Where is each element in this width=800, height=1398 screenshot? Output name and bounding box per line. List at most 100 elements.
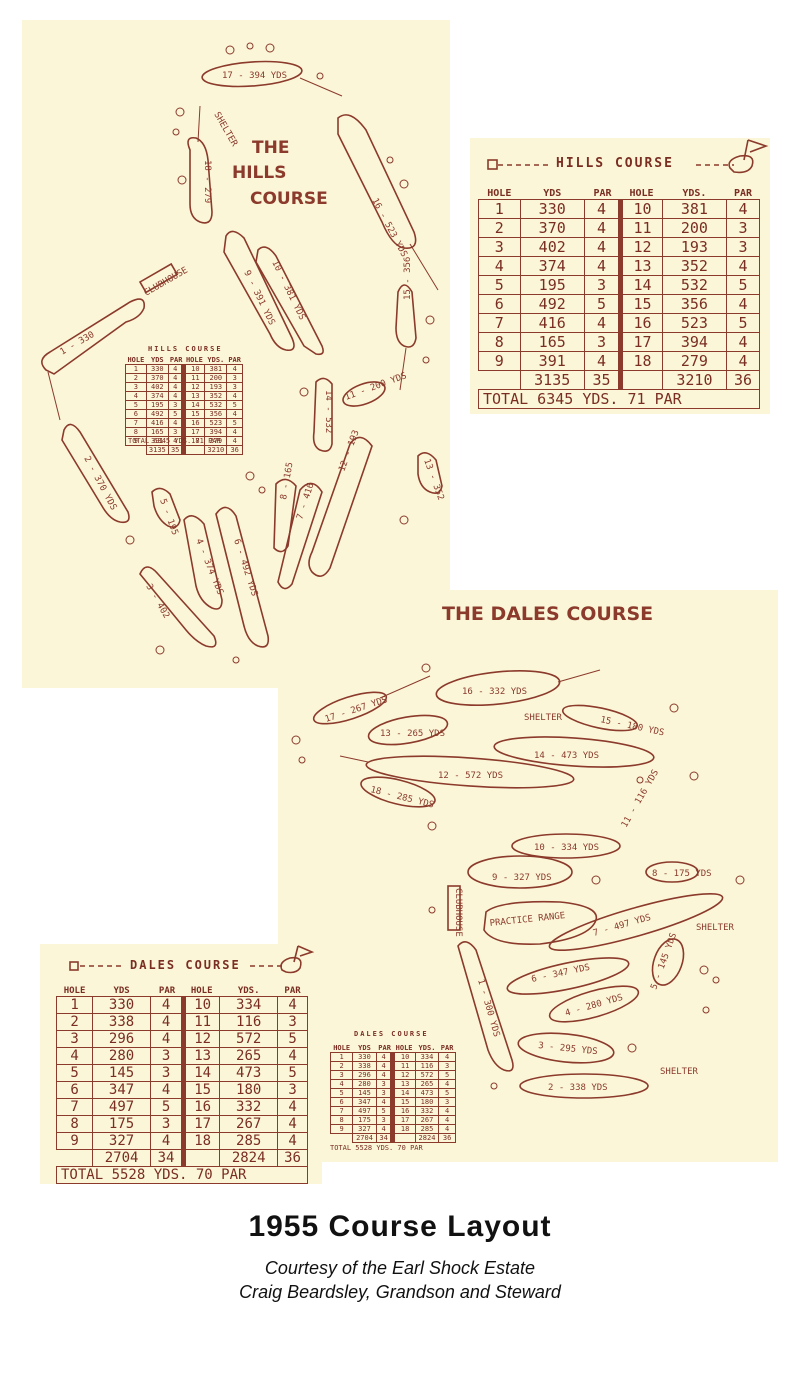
scorecard-cell: 2 <box>55 1013 94 1031</box>
scorecard-cell: 165 <box>519 332 585 352</box>
dales-hole-14-label: 14 - 473 YDS <box>534 751 599 761</box>
col-hole-back: HOLE <box>190 986 213 996</box>
scorecard-cell: 4 <box>55 1047 94 1065</box>
scorecard-total-row: TOTAL 6345 YDS. 71 PAR <box>478 389 760 409</box>
scorecard-cell: 4 <box>726 332 760 352</box>
col-par-back: PAR <box>440 1044 454 1052</box>
scorecard-cell: 7 <box>55 1098 94 1116</box>
scorecard-cell: 5 <box>277 1030 308 1048</box>
col-par-back: PAR <box>733 188 753 199</box>
scorecard-cell: 6 <box>55 1081 94 1099</box>
dales-hole-16-label: 16 - 332 YDS <box>462 687 527 697</box>
col-hole-back: HOLE <box>629 188 654 199</box>
scorecard-cell: 267 <box>219 1115 279 1133</box>
scorecard-cell <box>181 1149 221 1167</box>
scorecard-cell: 4 <box>150 996 185 1014</box>
scorecard-cell: 3 <box>277 1081 308 1099</box>
scorecard-subtotal-cell: 3135 <box>145 445 169 455</box>
scorecard-cell: 296 <box>92 1030 152 1048</box>
tee-marker-icon <box>69 961 79 971</box>
scorecard-cell: 12 <box>181 1030 221 1048</box>
scorecard-cell: 338 <box>92 1013 152 1031</box>
scorecard-cell: 16 <box>618 313 663 333</box>
hills-course-map: THE HILLS COURSE 17 - 394 YDS 16 - 523 Y… <box>41 42 445 664</box>
dales-hole-13: 13 - 265 YDS <box>367 714 449 746</box>
hills-hole-15: 15 - 356 <box>395 257 417 391</box>
hills-mini-header-row: HOLE YDS PAR HOLE YDS. PAR <box>126 356 243 365</box>
col-yds: YDS <box>151 356 164 364</box>
dales-hole-9-label: 9 - 327 YDS <box>492 873 552 883</box>
scorecard-subtotal-cell: 2704 <box>92 1149 152 1167</box>
scorecard-cell: 4 <box>150 1013 185 1031</box>
dales-hole-14: 14 - 473 YDS <box>493 736 655 768</box>
col-hole: HOLE <box>63 986 86 996</box>
dales-hole-2-label: 2 - 338 YDS <box>548 1083 608 1093</box>
dales-shelter-label-mid: SHELTER <box>696 923 735 933</box>
hills-map-title-line1: THE <box>252 138 289 158</box>
scorecard-subtotal-cell: 36 <box>277 1149 308 1167</box>
hills-hole-17: 17 - 394 YDS <box>201 60 343 97</box>
scorecard-subtotal-cell: 3210 <box>204 445 228 455</box>
scorecard-subtotal-cell: 36 <box>226 445 243 455</box>
col-par: PAR <box>593 188 612 199</box>
col-par: PAR <box>378 1044 391 1052</box>
scorecard-cell: 352 <box>661 256 728 276</box>
scorecard-cell: 193 <box>661 237 728 257</box>
scorecard-total-cell: TOTAL 6345 YDS. 71 PAR <box>478 389 760 409</box>
col-yds: YDS <box>358 1044 371 1052</box>
hills-hole-14: 14 - 532 <box>312 377 333 452</box>
col-par: PAR <box>158 986 176 996</box>
col-hole: HOLE <box>333 1044 351 1052</box>
scorecard-cell: 497 <box>92 1098 152 1116</box>
dales-hole-8-label: 8 - 175 YDS <box>652 869 712 879</box>
scorecard-cell: 15 <box>618 294 663 314</box>
scorecard-total-cell: TOTAL 5528 YDS. 70 PAR <box>56 1166 308 1184</box>
dales-hole-9: 9 - 327 YDS <box>467 855 573 889</box>
hills-hole-14-label: 14 - 532 <box>323 390 333 433</box>
scorecard-cell: 4 <box>277 1098 308 1116</box>
hills-scorecard-decor <box>487 139 769 174</box>
dales-hole-13-label: 13 - 265 YDS <box>380 729 445 739</box>
scorecard-cell: 473 <box>219 1064 279 1082</box>
scorecard-cell: 572 <box>219 1030 279 1048</box>
scorecard-cell: 4 <box>277 1047 308 1065</box>
hills-scorecard-header-row: HOLE YDS PAR HOLE YDS. PAR <box>479 188 760 200</box>
scorecard-subtotal-cell: 36 <box>438 1133 456 1143</box>
dales-scorecard-title: DALES COURSE <box>130 958 241 972</box>
scorecard-cell: 347 <box>92 1081 152 1099</box>
scorecard-cell: 175 <box>92 1115 152 1133</box>
dales-hole-2: 2 - 338 YDS <box>519 1073 649 1099</box>
scorecard-cell: 279 <box>661 351 728 371</box>
dales-hole-10-label: 10 - 334 YDS <box>534 843 599 853</box>
scorecard-cell: 3 <box>277 1013 308 1031</box>
hills-map-title-line3: COURSE <box>250 189 328 209</box>
col-hole: HOLE <box>487 188 512 199</box>
scorecard-cell: 332 <box>219 1098 279 1116</box>
dales-clubhouse-label: CLUBHOUSE <box>453 888 463 937</box>
dales-course-map: THE DALES COURSE 16 - 332 YDS 17 - 267 Y… <box>291 603 745 1099</box>
caption-title: 1955 Course Layout <box>248 1210 552 1243</box>
scorecard-cell: 402 <box>519 237 585 257</box>
dales-mini-header-row: HOLE YDS PAR HOLE YDS. PAR <box>331 1044 456 1053</box>
col-yds-back: YDS. <box>682 188 707 199</box>
scorecard-cell: 14 <box>181 1064 221 1082</box>
scorecard-total-row: TOTAL 5528 YDS. 70 PAR <box>56 1166 308 1184</box>
hills-map-panel <box>22 20 450 688</box>
